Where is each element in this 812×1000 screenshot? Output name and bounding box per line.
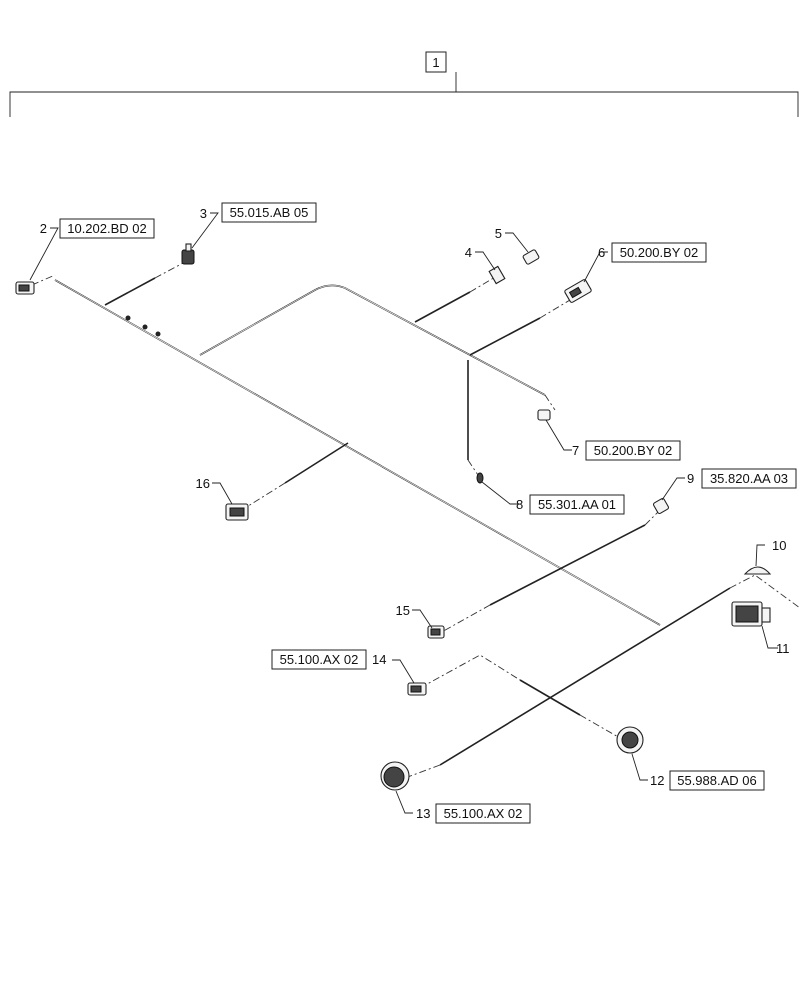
- callout-13-reference: 55.100.AX 02: [444, 806, 523, 821]
- callout-8-number: 8: [516, 497, 523, 512]
- callout-5[interactable]: 5: [495, 226, 502, 241]
- component-7: [537, 409, 551, 421]
- callout-2-number: 2: [40, 221, 47, 236]
- callout-2-reference: 10.202.BD 02: [67, 221, 147, 236]
- connector-dash-lines: [31, 261, 801, 779]
- callout-2[interactable]: 2 10.202.BD 02: [40, 218, 155, 239]
- callout-10[interactable]: 10: [772, 538, 786, 553]
- callout-14[interactable]: 55.100.AX 02 14: [271, 649, 386, 670]
- callout-16-number: 16: [196, 476, 210, 491]
- callout-9[interactable]: 9 35.820.AA 03: [687, 468, 797, 489]
- callout-8[interactable]: 8 55.301.AA 01: [516, 494, 625, 515]
- callout-10-number: 10: [772, 538, 786, 553]
- callout-7[interactable]: 7 50.200.BY 02: [572, 440, 681, 461]
- callout-6-reference: 50.200.BY 02: [620, 245, 699, 260]
- callout-15-number: 15: [396, 603, 410, 618]
- component-11: [731, 601, 771, 627]
- callout-7-number: 7: [572, 443, 579, 458]
- assembly-bracket: 1: [9, 51, 799, 117]
- callout-14-reference: 55.100.AX 02: [280, 652, 359, 667]
- component-5: [522, 249, 540, 265]
- assembly-number-box: [425, 51, 447, 73]
- callout-3-reference: 55.015.AB 05: [230, 205, 309, 220]
- component-16: [225, 503, 249, 521]
- callout-16[interactable]: 16: [196, 476, 210, 491]
- callout-3[interactable]: 3 55.015.AB 05: [200, 202, 317, 223]
- callout-6[interactable]: 6 50.200.BY 02: [598, 242, 707, 263]
- callout-13-number: 13: [416, 806, 430, 821]
- component-9: [652, 497, 670, 515]
- component-8: [476, 472, 484, 484]
- component-14: [407, 682, 427, 696]
- callout-leaders: [29, 212, 778, 814]
- callout-13[interactable]: 13 55.100.AX 02: [416, 803, 531, 824]
- callout-12-reference: 55.988.AD 06: [677, 773, 757, 788]
- component-6: [564, 279, 592, 303]
- callout-12-number: 12: [650, 773, 664, 788]
- assembly-number[interactable]: 1: [432, 55, 439, 70]
- callout-9-number: 9: [687, 471, 694, 486]
- callout-11-number: 11: [776, 641, 790, 656]
- callout-15[interactable]: 15: [396, 603, 410, 618]
- component-2: [15, 281, 35, 295]
- component-12: [616, 726, 644, 754]
- callout-8-reference: 55.301.AA 01: [538, 497, 616, 512]
- callout-9-reference: 35.820.AA 03: [710, 471, 788, 486]
- harness-wires: [54, 277, 731, 766]
- callout-4[interactable]: 4: [465, 245, 472, 260]
- component-3: [181, 243, 195, 265]
- callout-3-number: 3: [200, 206, 207, 221]
- callout-6-number: 6: [598, 245, 605, 260]
- callout-12[interactable]: 12 55.988.AD 06: [650, 770, 765, 791]
- component-10: [743, 566, 772, 575]
- callout-7-reference: 50.200.BY 02: [594, 443, 673, 458]
- component-15: [427, 625, 445, 639]
- component-13: [380, 761, 410, 791]
- callout-5-number: 5: [495, 226, 502, 241]
- callout-4-number: 4: [465, 245, 472, 260]
- callout-14-number: 14: [372, 652, 386, 667]
- component-4: [488, 265, 506, 285]
- callout-11[interactable]: 11: [776, 641, 790, 656]
